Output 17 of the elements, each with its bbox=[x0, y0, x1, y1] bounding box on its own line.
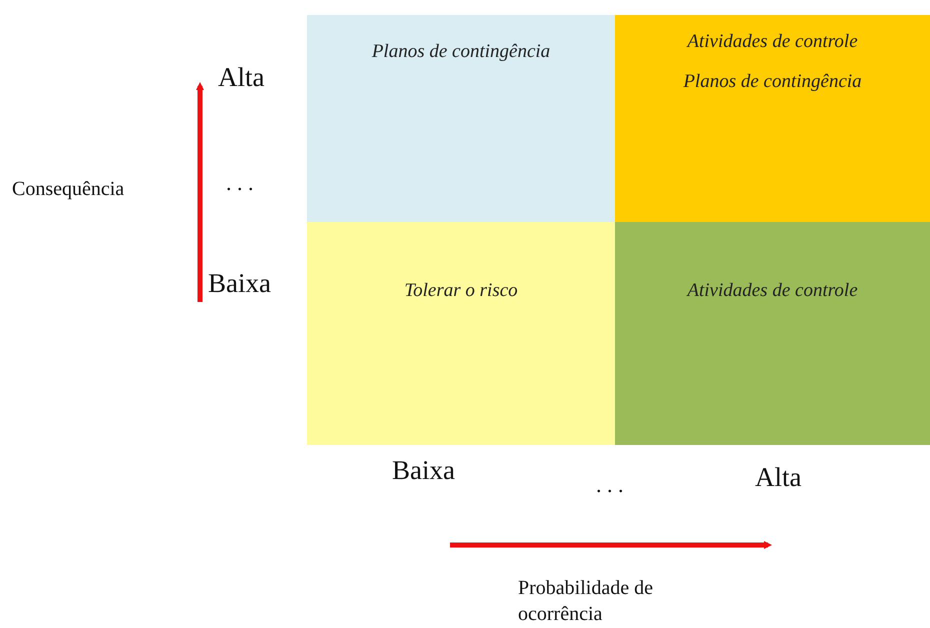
axis-level-label: Alta bbox=[755, 462, 802, 493]
ellipsis: . . . bbox=[596, 472, 624, 498]
cell-text: Atividades de controle bbox=[687, 280, 858, 302]
axis-level-label: Baixa bbox=[208, 268, 271, 299]
quadrant-cell bbox=[307, 222, 615, 445]
cell-text: Atividades de controle bbox=[687, 31, 858, 53]
quadrant-cell bbox=[307, 15, 615, 222]
quadrant-cell bbox=[615, 15, 930, 222]
axis-level-label: Baixa bbox=[392, 455, 455, 486]
axis-title: Consequência bbox=[12, 178, 124, 201]
quadrant-cell bbox=[615, 222, 930, 445]
axis-title: Probabilidade de ocorrência bbox=[518, 576, 654, 627]
cell-text: Planos de contingência bbox=[683, 71, 862, 93]
cell-text: Tolerar o risco bbox=[404, 280, 518, 302]
cell-text: Planos de contingência bbox=[372, 41, 550, 63]
ellipsis: . . . bbox=[226, 170, 254, 196]
axis-level-label: Alta bbox=[218, 62, 264, 93]
